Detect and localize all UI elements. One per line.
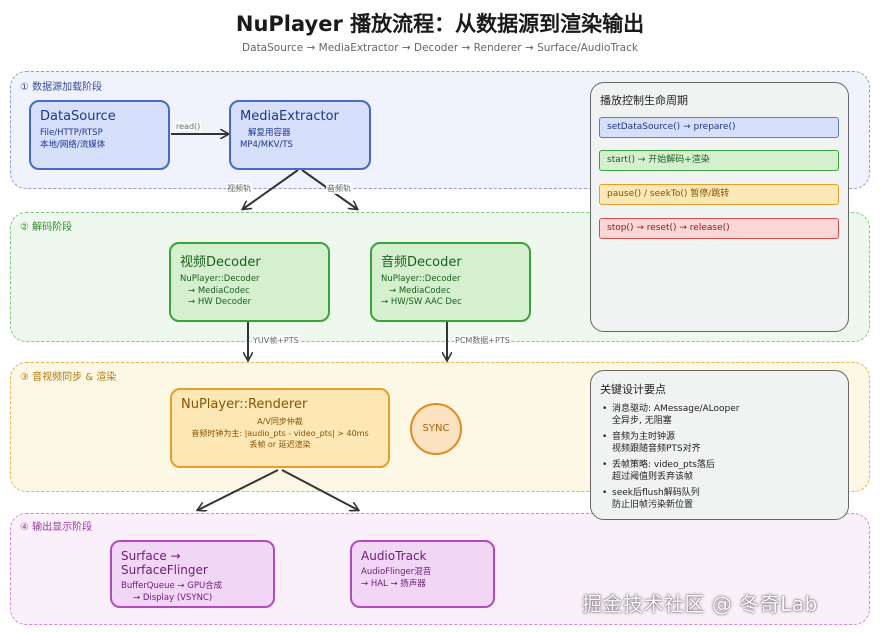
diagram-title: NuPlayer 播放流程：从数据源到渲染输出: [235, 12, 645, 36]
edge-label-video-track: 视频轨: [226, 183, 252, 194]
design-point-main: 消息驱动: AMessage/ALooper: [612, 404, 740, 414]
arrow-video-track: [243, 169, 299, 209]
node-audio-decoder-title: 音频Decoder: [381, 255, 462, 270]
design-point: 丢帧策略: video_pts落后 超过阈值则丢弃该帧: [600, 459, 840, 483]
node-media-extractor-line: 解复用容器: [248, 128, 291, 138]
design-point-sub: 视频跟随音频PTS对齐: [612, 444, 701, 454]
node-datasource: DataSource File/HTTP/RTSP 本地/网络/流媒体: [29, 100, 170, 170]
node-surface-line: → Display (VSYNC): [133, 592, 213, 603]
stage-decode-label: ② 解码阶段: [20, 222, 73, 233]
node-video-decoder-title: 视频Decoder: [180, 255, 261, 270]
node-datasource-title: DataSource: [40, 109, 116, 124]
lifecycle-step: stop() → reset() → release(): [599, 218, 839, 239]
design-point-main: 音频为主时钟源: [612, 432, 676, 442]
arrow-to-audiotrack: [281, 469, 358, 510]
design-point-main: 丢帧策略: video_pts落后: [612, 460, 715, 470]
edge-label-audio-track: 音频轨: [326, 183, 352, 194]
stage-sync-label: ③ 音视频同步 & 渲染: [20, 372, 117, 383]
diagram-subtitle: DataSource → MediaExtractor → Decoder → …: [242, 42, 638, 54]
node-renderer: NuPlayer::Renderer A/V同步仲裁 音频时钟为主: |audi…: [170, 388, 390, 468]
node-datasource-line: File/HTTP/RTSP: [40, 128, 103, 138]
node-renderer-line: 丢帧 or 延迟渲染: [249, 440, 311, 449]
node-audio-decoder-line: → MediaCodec: [389, 285, 451, 296]
design-point: 音频为主时钟源 视频跟随音频PTS对齐: [600, 431, 840, 455]
node-media-extractor-title: MediaExtractor: [240, 109, 339, 124]
node-audiotrack: AudioTrack AudioFlinger混音 → HAL → 扬声器: [350, 540, 495, 608]
node-audio-decoder: 音频Decoder NuPlayer::Decoder → MediaCodec…: [370, 242, 531, 322]
design-point: seek后flush解码队列 防止旧帧污染新位置: [600, 487, 840, 511]
node-media-extractor-line: MP4/MKV/TS: [240, 139, 293, 150]
lifecycle-panel-title: 播放控制生命周期: [600, 94, 688, 107]
design-point: 消息驱动: AMessage/ALooper 全异步, 无阻塞: [600, 403, 840, 427]
node-renderer-line: 音频时钟为主: |audio_pts - video_pts| > 40ms: [191, 428, 369, 438]
lifecycle-step: setDataSource() → prepare(): [599, 117, 839, 138]
edge-label-read: read(): [175, 122, 202, 131]
node-surface-title: Surface → SurfaceFlinger: [121, 549, 208, 577]
node-surface-line: BufferQueue → GPU合成: [121, 581, 223, 591]
sync-badge: SYNC: [410, 403, 462, 455]
design-panel-title: 关键设计要点: [600, 383, 666, 396]
node-audiotrack-line: → HAL → 扬声器: [361, 578, 426, 589]
design-point-sub: 全异步, 无阻塞: [612, 416, 672, 426]
node-audio-decoder-line: NuPlayer::Decoder: [381, 274, 461, 284]
node-renderer-title: NuPlayer::Renderer: [181, 397, 308, 412]
stage-output-label: ④ 输出显示阶段: [20, 522, 93, 533]
arrow-to-surface: [198, 469, 279, 510]
node-renderer-line: A/V同步仲裁: [257, 417, 303, 426]
stage-load-label: ① 数据源加载阶段: [20, 82, 103, 93]
watermark: 掘金技术社区 @ 冬奇Lab: [582, 592, 818, 616]
node-audio-decoder-line: → HW/SW AAC Dec: [381, 297, 462, 307]
lifecycle-step: pause() / seekTo() 暂停/跳转: [599, 184, 839, 205]
lifecycle-step: start() → 开始解码+渲染: [599, 150, 839, 171]
edge-label-yuv: YUV帧+PTS: [252, 335, 300, 346]
node-media-extractor: MediaExtractor 解复用容器 MP4/MKV/TS: [229, 100, 371, 170]
node-datasource-line: 本地/网络/流媒体: [40, 139, 106, 150]
design-point-sub: 防止旧帧污染新位置: [612, 500, 694, 510]
node-surface: Surface → SurfaceFlinger BufferQueue → G…: [110, 540, 275, 608]
node-audiotrack-title: AudioTrack: [361, 549, 427, 563]
design-points: 消息驱动: AMessage/ALooper 全异步, 无阻塞 音频为主时钟源 …: [600, 403, 840, 515]
node-video-decoder-line: → HW Decoder: [188, 297, 252, 307]
node-video-decoder: 视频Decoder NuPlayer::Decoder → MediaCodec…: [169, 242, 330, 322]
design-point-main: seek后flush解码队列: [612, 488, 700, 498]
node-audiotrack-line: AudioFlinger混音: [361, 567, 432, 577]
node-video-decoder-line: → MediaCodec: [188, 285, 250, 296]
design-point-sub: 超过阈值则丢弃该帧: [612, 472, 694, 482]
node-video-decoder-line: NuPlayer::Decoder: [180, 274, 260, 284]
edge-label-pcm: PCM数据+PTS: [454, 335, 511, 346]
